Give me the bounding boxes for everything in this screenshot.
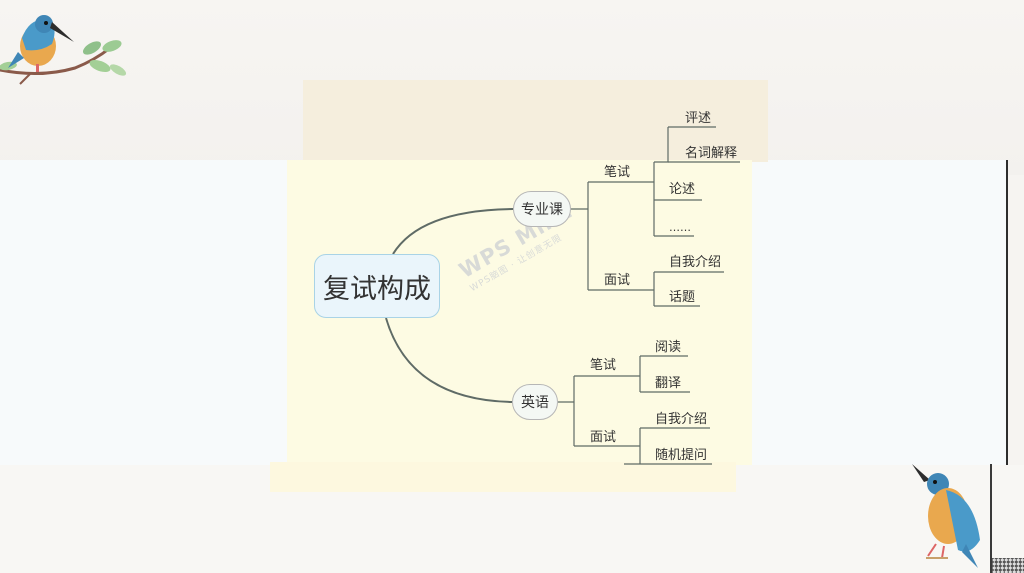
leaf-node[interactable]: 论述 <box>669 182 696 197</box>
branch-label: 专业课 <box>521 202 563 218</box>
leaf-node[interactable]: …… <box>669 221 691 234</box>
kingfisher-on-branch-icon <box>0 15 127 85</box>
branch-node-english[interactable]: 英语 <box>512 384 558 420</box>
leaf-node[interactable]: 自我介绍 <box>655 412 708 427</box>
connector-english-to-groups <box>558 375 640 447</box>
slide-edge-line-lower <box>990 464 992 573</box>
leaf-node[interactable]: 自我介绍 <box>669 255 722 270</box>
root-node-label: 复试构成 <box>323 273 431 305</box>
group-node-written-exam[interactable]: 笔试 <box>604 165 631 180</box>
mindmap-panel-top-strip <box>303 80 768 162</box>
leaf-node[interactable]: 翻译 <box>655 376 682 391</box>
group-node-interview[interactable]: 面试 <box>604 273 631 288</box>
connector-major-to-groups <box>571 181 600 291</box>
leaf-node[interactable]: 评述 <box>685 111 712 126</box>
leaf-node[interactable]: 名词解释 <box>685 146 738 161</box>
connector-root-to-major <box>392 208 514 255</box>
kingfisher-standing-icon <box>912 464 980 568</box>
branch-node-major-course[interactable]: 专业课 <box>513 191 571 227</box>
slide-edge-line <box>1006 160 1008 465</box>
connector-written-leaves <box>654 127 669 163</box>
branch-label: 英语 <box>521 395 549 411</box>
leaf-node[interactable]: 阅读 <box>655 340 682 355</box>
corner-pattern <box>992 558 1024 573</box>
group-node-interview[interactable]: 面试 <box>590 430 617 445</box>
root-node[interactable]: 复试构成 <box>314 254 440 318</box>
group-node-written-exam[interactable]: 笔试 <box>590 358 617 373</box>
leaf-node[interactable]: 随机提问 <box>655 448 708 463</box>
mindmap-panel-bottom-strip <box>270 462 736 492</box>
leaf-node[interactable]: 话题 <box>669 290 696 305</box>
connector-root-to-english <box>385 317 513 403</box>
